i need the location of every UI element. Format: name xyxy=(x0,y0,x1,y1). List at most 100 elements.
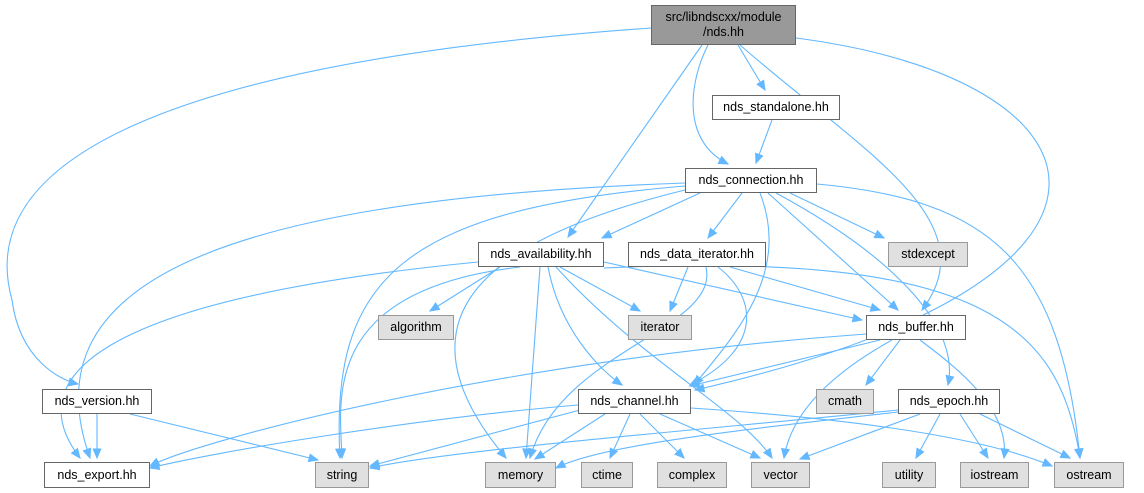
edge-nds-channel-to-vector xyxy=(659,413,761,459)
edge-nds-connection-to-memory xyxy=(454,189,686,459)
arrowhead-nds-buffer-to-nds-channel xyxy=(688,379,701,389)
node-stdexcept[interactable]: stdexcept xyxy=(888,242,968,267)
arrowhead-nds-connection-to-memory xyxy=(496,447,507,459)
node-algorithm[interactable]: algorithm xyxy=(378,315,454,340)
node-string[interactable]: string xyxy=(315,462,369,488)
node-complex[interactable]: complex xyxy=(657,462,727,488)
node-iostream[interactable]: iostream xyxy=(960,462,1029,488)
arrowhead-nds-channel-to-nds-export xyxy=(148,461,161,471)
arrowhead-nds-connection-to-stdexcept xyxy=(873,229,886,239)
node-utility[interactable]: utility xyxy=(882,462,936,488)
node-root-nds-hh[interactable]: src/libndscxx/module /nds.hh xyxy=(651,5,796,45)
arrowhead-nds-epoch-to-string xyxy=(368,461,381,471)
arrowhead-root-to-nds-standalone xyxy=(756,79,766,92)
arrowhead-nds-standalone-to-nds-connection xyxy=(755,152,764,165)
edge-nds-channel-to-memory xyxy=(534,413,606,460)
edge-nds-epoch-to-ostream xyxy=(979,413,1071,459)
arrowhead-root-to-nds-connection xyxy=(717,155,730,165)
arrowhead-nds-availability-to-algorithm xyxy=(428,302,441,312)
arrowhead-nds-epoch-to-iostream xyxy=(979,447,989,460)
node-nds-version[interactable]: nds_version.hh xyxy=(42,389,152,414)
edge-nds-channel-to-nds-export xyxy=(149,404,579,469)
edge-nds-connection-to-stdexcept xyxy=(789,192,885,239)
arrowhead-nds-channel-to-vector xyxy=(749,450,762,459)
arrowhead-nds-epoch-to-ostream xyxy=(1059,449,1072,459)
node-root-line1: src/libndscxx/module xyxy=(665,10,782,24)
arrowhead-nds-availability-to-nds-channel xyxy=(611,375,624,386)
edge-nds-data-iterator-to-memory xyxy=(529,266,708,459)
edge-nds-data-iterator-to-nds-buffer xyxy=(729,266,881,311)
edge-nds-epoch-to-string xyxy=(369,409,899,469)
arrowhead-nds-buffer-to-vector xyxy=(780,447,790,460)
node-nds-channel[interactable]: nds_channel.hh xyxy=(578,389,691,414)
edge-nds-connection-to-string xyxy=(338,185,686,459)
node-nds-connection[interactable]: nds_connection.hh xyxy=(685,168,817,193)
arrowhead-nds-version-to-string xyxy=(307,453,320,463)
arrowhead-nds-availability-to-nds-export xyxy=(70,447,81,460)
node-nds-standalone[interactable]: nds_standalone.hh xyxy=(712,95,840,120)
node-iterator[interactable]: iterator xyxy=(628,315,692,340)
node-nds-availability[interactable]: nds_availability.hh xyxy=(478,242,604,267)
arrowhead-nds-epoch-to-vector xyxy=(798,451,811,460)
edge-nds-availability-to-string xyxy=(339,266,521,459)
arrowhead-nds-connection-to-nds-epoch xyxy=(945,374,955,387)
edge-nds-availability-to-nds-buffer xyxy=(603,261,863,321)
arrowhead-nds-epoch-to-memory xyxy=(554,459,567,469)
node-ostream[interactable]: ostream xyxy=(1054,462,1124,488)
edge-nds-buffer-to-nds-channel xyxy=(689,339,881,387)
edge-nds-buffer-to-nds-export xyxy=(149,333,867,467)
edge-nds-connection-to-nds-buffer xyxy=(767,192,899,311)
arrowhead-nds-connection-to-nds-availability xyxy=(600,229,613,239)
edge-nds-channel-to-string xyxy=(369,409,581,467)
arrowhead-nds-data-iterator-to-memory xyxy=(528,447,537,460)
arrowhead-nds-availability-to-vector xyxy=(762,447,773,460)
edge-nds-availability-to-algorithm xyxy=(429,266,501,312)
edge-root-to-nds-connection xyxy=(692,44,729,165)
arrowhead-nds-epoch-to-utility xyxy=(915,447,925,460)
node-ctime[interactable]: ctime xyxy=(581,462,633,488)
node-memory[interactable]: memory xyxy=(485,462,556,488)
edge-nds-channel-to-ostream xyxy=(690,407,1053,467)
edge-nds-availability-to-ostream xyxy=(603,264,1081,459)
edge-nds-connection-to-nds-channel xyxy=(693,192,770,386)
edge-nds-connection-to-nds-availability xyxy=(601,192,701,239)
node-root-line2: /nds.hh xyxy=(702,25,744,39)
arrowhead-nds-connection-to-nds-data-iterator xyxy=(707,227,718,240)
edge-nds-availability-to-nds-export xyxy=(60,261,479,459)
edge-nds-epoch-to-memory xyxy=(555,411,899,469)
edge-root-to-nds-version xyxy=(6,27,652,385)
arrowhead-nds-channel-to-complex xyxy=(674,448,685,459)
edge-nds-availability-to-nds-channel xyxy=(547,266,623,386)
node-nds-epoch[interactable]: nds_epoch.hh xyxy=(898,389,1000,414)
arrowhead-nds-channel-to-memory xyxy=(533,450,546,460)
edge-root-to-nds-buffer xyxy=(739,44,942,311)
edge-nds-availability-to-vector xyxy=(555,266,773,459)
node-nds-data-iterator[interactable]: nds_data_iterator.hh xyxy=(628,242,766,267)
arrowhead-nds-availability-to-nds-buffer xyxy=(851,313,864,323)
node-nds-export[interactable]: nds_export.hh xyxy=(44,462,150,488)
node-cmath[interactable]: cmath xyxy=(816,389,874,414)
arrowhead-nds-connection-to-nds-buffer xyxy=(887,300,899,311)
arrowhead-nds-connection-to-nds-export xyxy=(82,447,92,460)
arrowhead-nds-data-iterator-to-nds-buffer xyxy=(869,303,882,312)
edge-nds-channel-to-complex xyxy=(639,413,685,459)
arrowhead-nds-availability-to-string xyxy=(337,448,347,460)
node-vector[interactable]: vector xyxy=(751,462,810,488)
arrowhead-nds-availability-to-memory xyxy=(522,448,532,460)
arrowhead-nds-data-iterator-to-iterator xyxy=(669,300,678,313)
node-nds-buffer[interactable]: nds_buffer.hh xyxy=(866,315,966,340)
edge-nds-buffer-to-vector xyxy=(783,339,893,459)
edge-nds-connection-to-nds-epoch xyxy=(775,192,950,386)
arrowhead-nds-availability-to-ostream xyxy=(1074,447,1084,460)
arrowhead-nds-channel-to-ostream xyxy=(1041,458,1054,467)
edge-nds-data-iterator-to-nds-channel xyxy=(689,266,748,386)
edge-root-to-nds-availability xyxy=(567,44,703,238)
edge-nds-version-to-string xyxy=(129,413,319,461)
edge-nds-availability-to-memory xyxy=(525,266,541,459)
arrowhead-nds-buffer-to-cmath xyxy=(865,374,876,387)
arrowhead-nds-version-to-nds-export xyxy=(92,448,102,460)
edge-nds-epoch-to-vector xyxy=(799,413,921,460)
arrowhead-nds-availability-to-iterator xyxy=(629,302,642,312)
